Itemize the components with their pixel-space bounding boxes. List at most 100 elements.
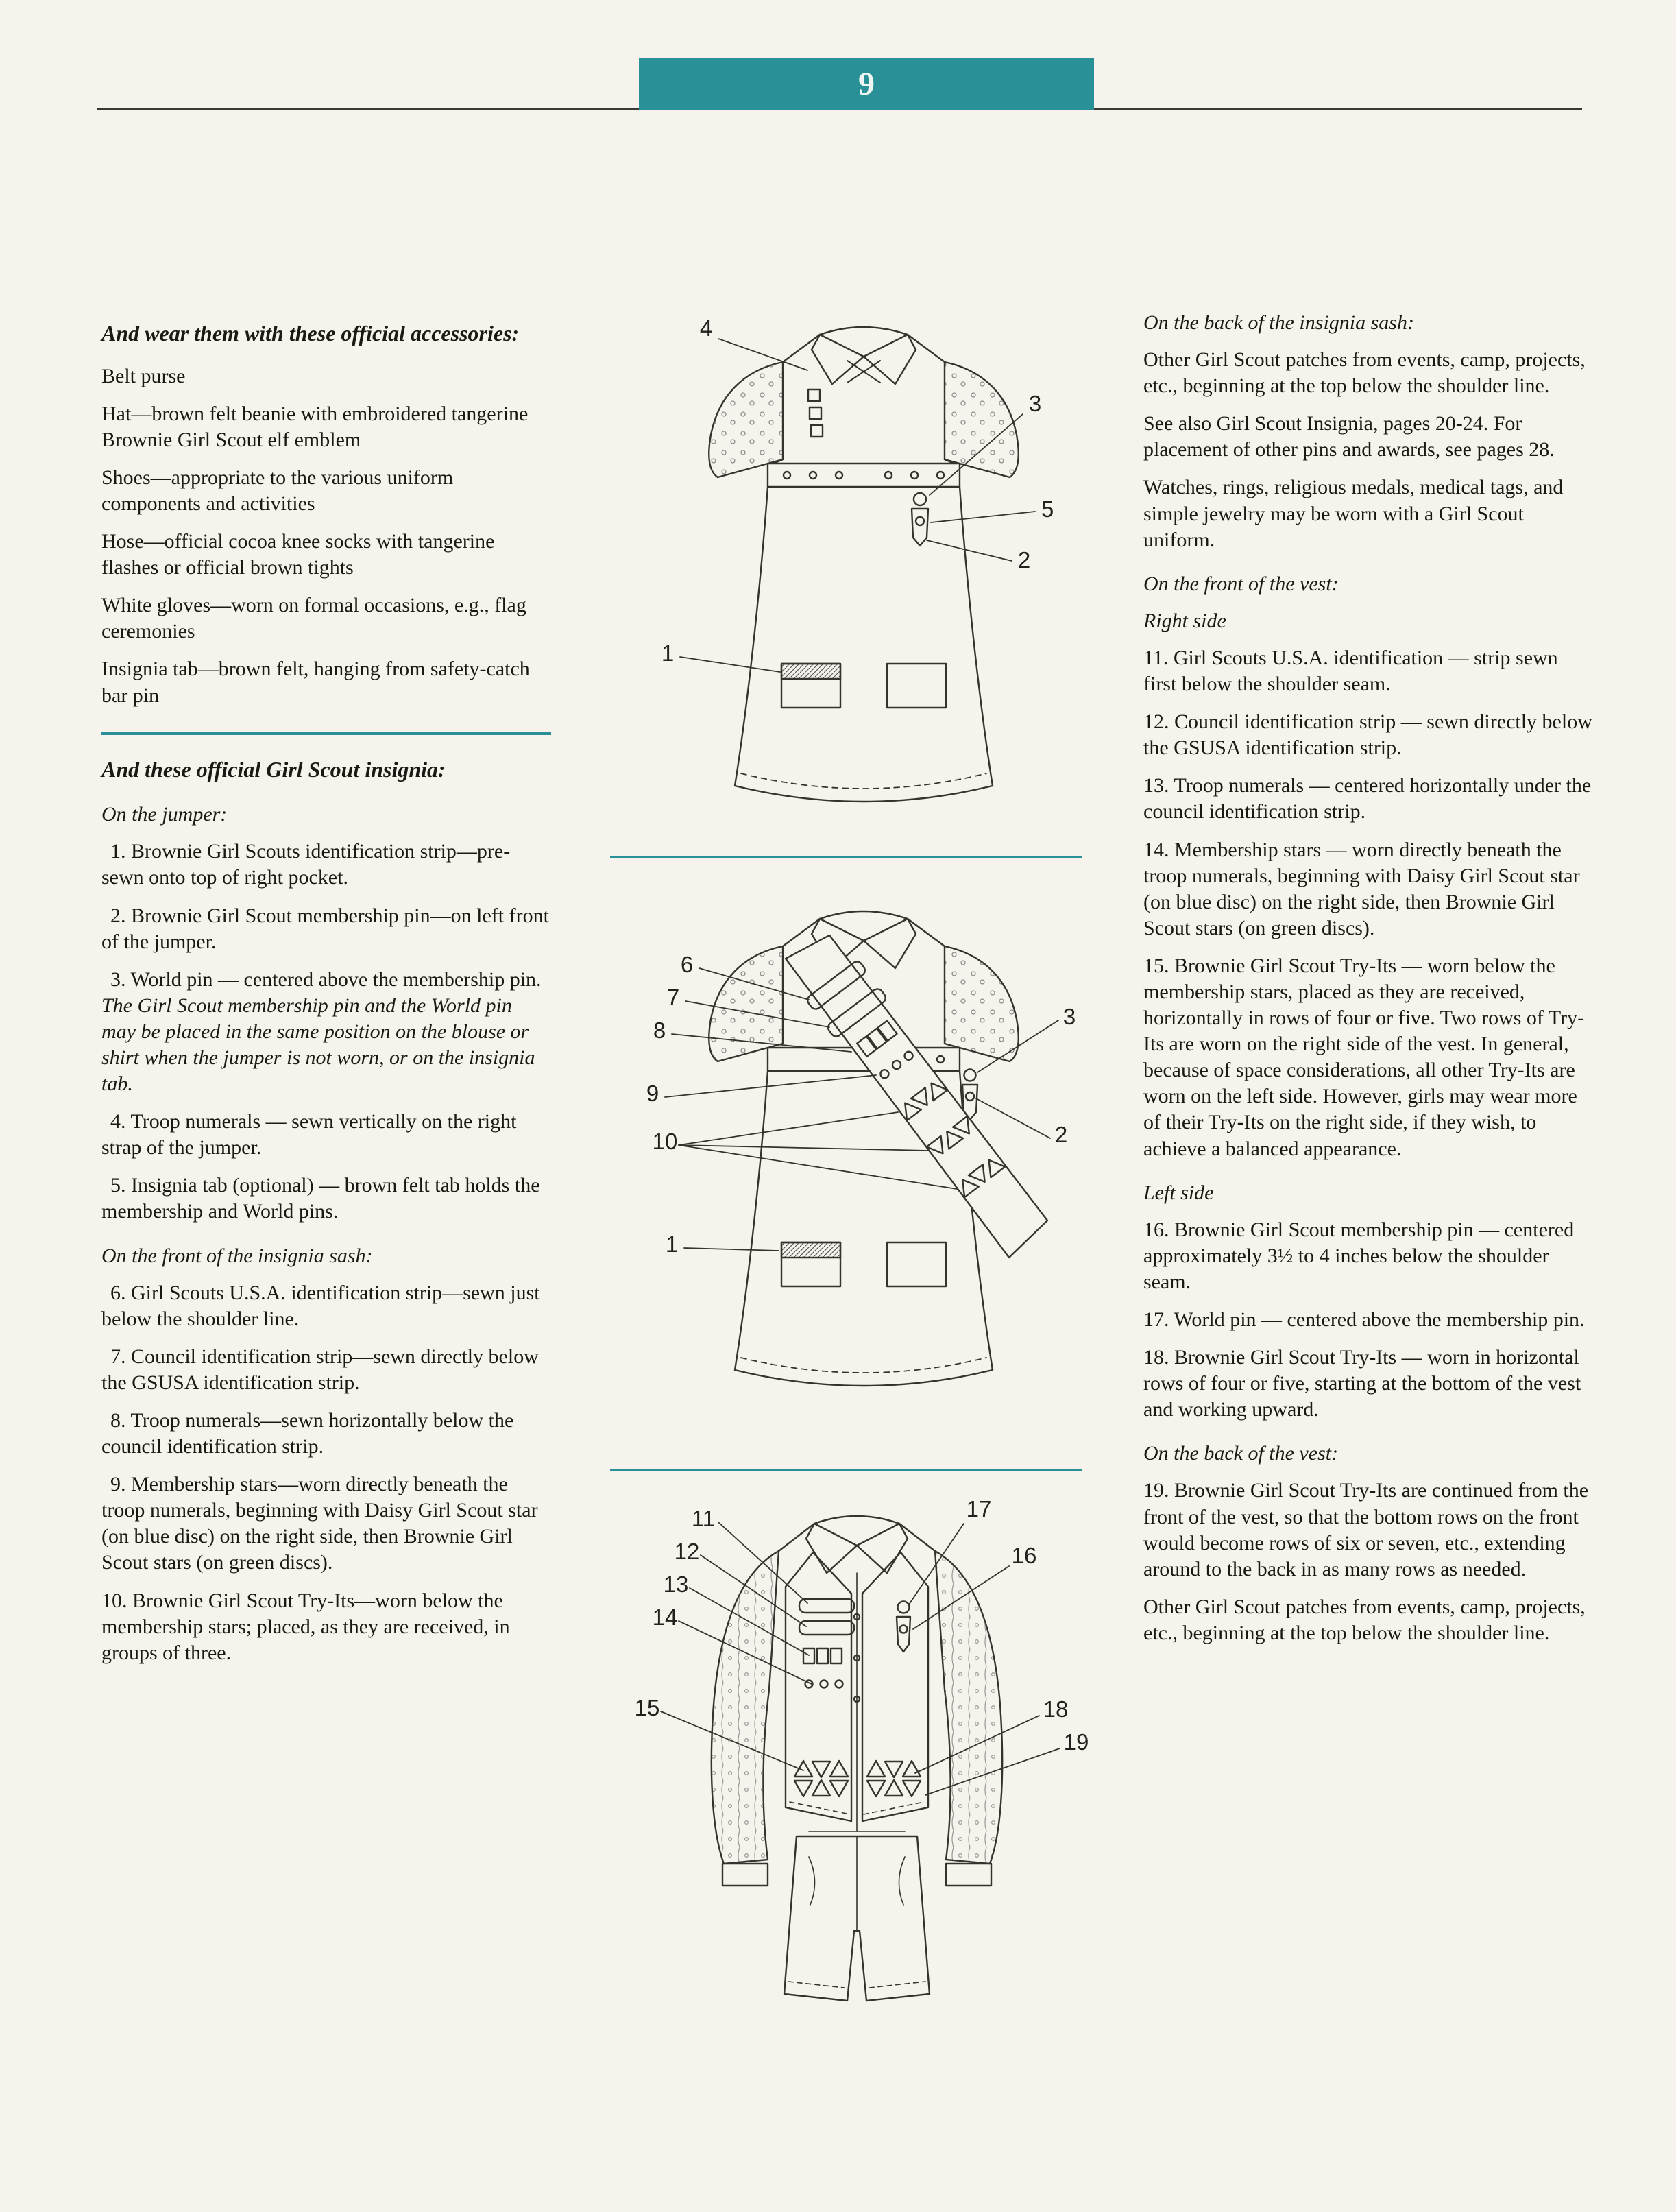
accessory-item: Insignia tab—brown felt, hanging from sa… [101, 658, 530, 707]
collar [818, 326, 909, 336]
try-its-right [866, 1759, 922, 1779]
callout-label: 6 [681, 952, 693, 977]
right-pocket [886, 1241, 947, 1288]
accessory-item: Shoes—appropriate to the various uniform… [101, 466, 454, 515]
left-column: And wear them with these official access… [101, 320, 551, 1678]
right-sleeve [934, 1550, 1004, 1865]
callout-label: 19 [1064, 1729, 1089, 1755]
sash-figure: 6 7 8 9 10 3 2 1 [603, 872, 1124, 1455]
membership-pin [914, 516, 925, 527]
sash-try-its [962, 1159, 1006, 1199]
accessory-item: Hat—brown felt beanie with embroidered t… [101, 402, 529, 451]
on-jumper-subheading: On the jumper: [101, 803, 228, 826]
shorts [783, 1835, 931, 2002]
accessory-item: Belt purse [101, 364, 186, 387]
sash-illustration: 6 7 8 9 10 3 2 1 [646, 910, 1076, 1387]
sash [784, 934, 1049, 1259]
page-number: 9 [858, 65, 875, 102]
lacing [847, 360, 881, 383]
callout-label: 18 [1043, 1696, 1069, 1722]
try-its-right [866, 1779, 922, 1798]
callout-label: 8 [653, 1018, 666, 1043]
collar [818, 910, 909, 920]
vest-strip-gsusa [798, 1598, 855, 1614]
right-sleeve [943, 945, 1019, 1063]
collar-right [862, 917, 917, 970]
world-pin [897, 1600, 910, 1614]
callout-label: 15 [635, 1695, 660, 1720]
jumper-body [733, 1070, 994, 1387]
vest-right-item: 11. Girl Scouts U.S.A. identification — … [1143, 646, 1558, 696]
yoke-band [766, 462, 961, 488]
section-divider [101, 732, 551, 735]
vest-troop-numerals [802, 1647, 816, 1665]
world-pin [912, 492, 927, 507]
collar-right [862, 333, 917, 385]
vest-membership-stars [804, 1679, 814, 1689]
vest-right-item: 14. Membership stars — worn directly ben… [1143, 838, 1580, 939]
callout-label: 3 [1063, 1004, 1076, 1029]
sash-strip-gsusa [807, 961, 866, 1010]
left-cuff [721, 1862, 769, 1887]
vest-back-paragraph: 19. Brownie Girl Scout Try-Its are conti… [1143, 1479, 1589, 1580]
leader-lines [664, 967, 1059, 1251]
callout-label: 16 [1012, 1543, 1037, 1568]
jumper-figure: 4 3 5 2 1 [603, 293, 1124, 842]
jumper-body [733, 485, 994, 803]
jumper-item-3-normal: 3. World pin — centered above the member… [110, 967, 542, 991]
vest-hem-stitch [789, 1801, 925, 1815]
id-strip [780, 662, 842, 680]
jumper-item: 4. Troop numerals — sewn vertically on t… [101, 1110, 517, 1159]
shoulders [781, 333, 946, 363]
vest-left-item: 18. Brownie Girl Scout Try-Its — worn in… [1143, 1346, 1581, 1421]
try-its-left [793, 1779, 849, 1798]
collar-left [805, 1522, 858, 1574]
try-its-left [793, 1759, 849, 1779]
callout-label: 5 [1041, 496, 1054, 522]
sash-item: 9. Membership stars—worn directly beneat… [101, 1473, 538, 1574]
right-cuff [945, 1862, 993, 1887]
callout-label: 1 [661, 640, 674, 666]
membership-pin [899, 1624, 908, 1634]
left-sleeve [708, 945, 784, 1063]
callout-label: 4 [700, 315, 712, 341]
insignia-heading: And these official Girl Scout insignia: [101, 756, 446, 782]
shoulders [777, 1522, 936, 1552]
sash-try-its [925, 1115, 970, 1155]
insignia-tab [895, 1615, 912, 1653]
sash-item: 6. Girl Scouts U.S.A. identification str… [101, 1281, 540, 1330]
vest-right-item: 15. Brownie Girl Scout Try-Its — worn be… [1143, 954, 1585, 1160]
callout-label: 13 [664, 1572, 689, 1597]
jumper-illustration: 4 3 5 2 1 [661, 315, 1054, 803]
callout-label: 3 [1029, 391, 1041, 416]
right-pocket [886, 662, 947, 709]
callout-label: 2 [1055, 1122, 1067, 1147]
figures-column: 4 3 5 2 1 [603, 293, 1124, 2095]
jumper-item: 5. Insignia tab (optional) — brown felt … [101, 1174, 540, 1223]
sash-item: 7. Council identification strip—sewn dir… [101, 1345, 539, 1394]
vest-left-item: 17. World pin — centered above the membe… [1143, 1308, 1585, 1331]
world-pin [963, 1068, 977, 1082]
vest-left-item: 16. Brownie Girl Scout membership pin — … [1143, 1218, 1575, 1293]
callout-label: 10 [653, 1129, 678, 1154]
leader-lines [679, 338, 1036, 673]
vest-back-paragraph: Other Girl Scout patches from events, ca… [1143, 1595, 1586, 1644]
shorts-pockets [808, 1856, 906, 1906]
figure-divider [610, 856, 1082, 858]
hem-stitch [740, 773, 987, 789]
figure-divider [610, 1469, 1082, 1471]
callout-label: 11 [692, 1506, 715, 1531]
page-number-bar: 9 [639, 58, 1094, 110]
accessories-heading: And wear them with these official access… [101, 321, 520, 346]
callout-label: 2 [1018, 547, 1030, 573]
leader-lines [660, 1522, 1060, 1796]
jumper-item-3-italic: The Girl Scout membership pin and the Wo… [101, 994, 535, 1096]
sash-front-subheading: On the front of the insignia sash: [101, 1244, 373, 1267]
callout-label: 17 [967, 1496, 992, 1522]
collar [813, 1515, 901, 1525]
hem-stitch [740, 1357, 987, 1373]
vest-back-subheading: On the back of the vest: [1143, 1442, 1339, 1465]
vest-left-panel [784, 1551, 853, 1823]
troop-numerals [807, 388, 821, 402]
left-sleeve [708, 361, 784, 479]
